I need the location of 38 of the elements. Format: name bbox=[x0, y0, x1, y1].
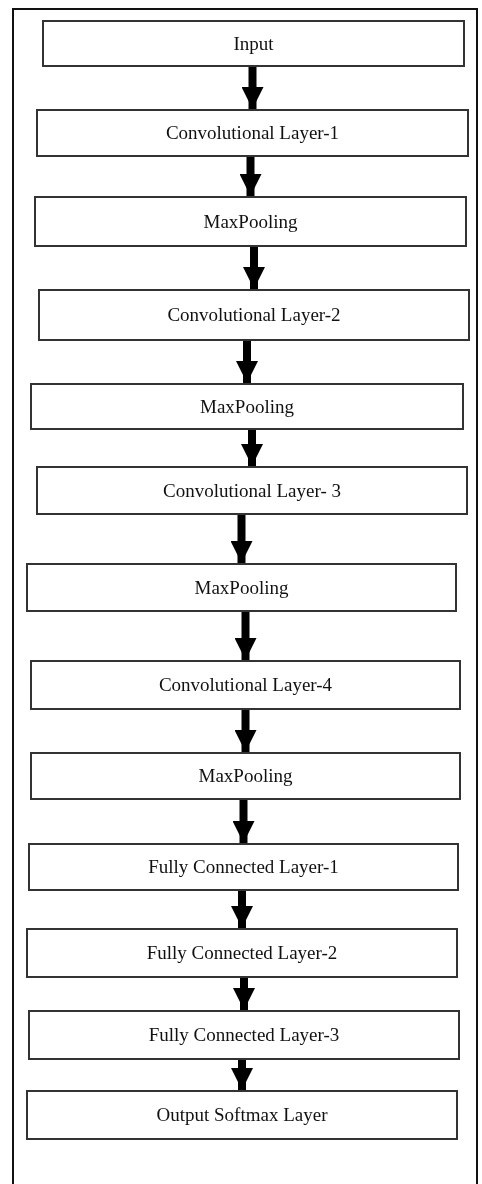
arrow bbox=[232, 800, 255, 843]
layer-label: Convolutional Layer-1 bbox=[165, 122, 340, 144]
layer-box bbox=[30, 383, 464, 430]
layer-box bbox=[26, 928, 458, 978]
layer-box bbox=[42, 20, 465, 67]
layer-label: Fully Connected Layer-1 bbox=[148, 856, 339, 878]
arrow bbox=[243, 247, 265, 289]
layer-label: MaxPooling bbox=[200, 395, 294, 418]
layer-box bbox=[30, 752, 461, 800]
layer-box bbox=[36, 466, 468, 515]
layer-label: Fully Connected Layer-3 bbox=[148, 1024, 340, 1046]
arrow bbox=[230, 515, 253, 563]
layer-box bbox=[28, 1010, 460, 1060]
layer-box bbox=[36, 109, 469, 157]
layer-box bbox=[28, 843, 459, 891]
arrow bbox=[231, 1060, 253, 1090]
arrow bbox=[236, 341, 258, 383]
arrow bbox=[234, 612, 257, 660]
layer-label: Output Softmax Layer bbox=[156, 1104, 328, 1126]
layer-box bbox=[38, 289, 470, 341]
layer-box bbox=[30, 660, 461, 710]
layer-label: Input bbox=[233, 32, 274, 55]
layer-label: MaxPooling bbox=[198, 765, 293, 787]
arrow bbox=[239, 157, 262, 196]
arrow bbox=[233, 978, 255, 1010]
layer-label: Fully Connected Layer-2 bbox=[146, 942, 338, 964]
layer-box bbox=[34, 196, 467, 247]
arrow bbox=[241, 67, 264, 109]
layer-label: MaxPooling bbox=[203, 210, 298, 233]
arrow bbox=[241, 430, 263, 466]
layer-label: MaxPooling bbox=[194, 576, 289, 599]
layer-box bbox=[26, 1090, 458, 1140]
arrow bbox=[234, 710, 257, 752]
layer-label: Convolutional Layer-4 bbox=[158, 674, 333, 696]
arrow bbox=[231, 891, 253, 928]
layer-label: Convolutional Layer-2 bbox=[167, 304, 341, 326]
layer-label: Convolutional Layer- 3 bbox=[163, 479, 341, 502]
layer-box bbox=[26, 563, 457, 612]
